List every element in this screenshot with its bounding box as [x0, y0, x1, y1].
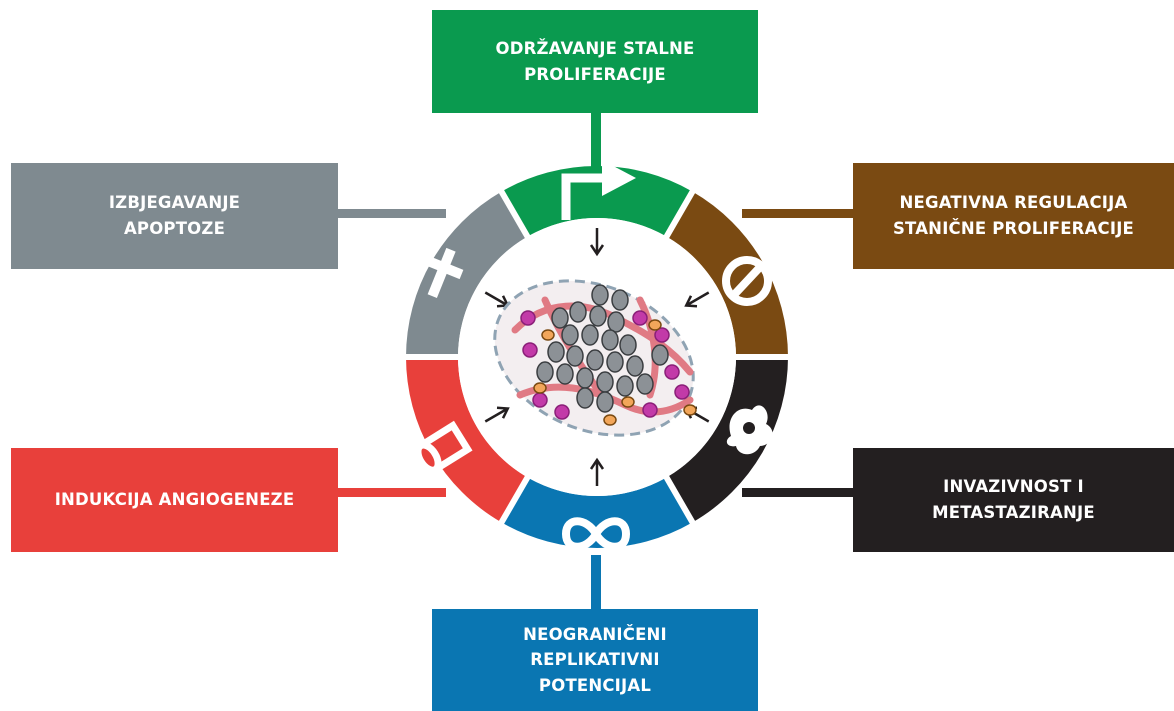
fibroblast-cell — [603, 414, 617, 426]
cancer-cell — [591, 284, 609, 306]
label-line: STANIČNE PROLIFERACIJE — [892, 219, 1135, 238]
connector-bottom-right — [742, 488, 855, 497]
inward-arrow — [484, 406, 510, 423]
cancer-cell — [566, 345, 584, 367]
label-line: INVAZIVNOST I — [943, 477, 1084, 497]
cancer-cell — [556, 363, 574, 385]
metastatic-cell-icon — [726, 405, 773, 455]
cancer-cell — [636, 373, 654, 395]
immune-cell — [532, 392, 548, 408]
connector-top-right — [742, 209, 855, 218]
fibroblast-cell — [533, 382, 547, 394]
bent-arrow-icon — [561, 160, 636, 220]
immune-cell — [654, 327, 670, 343]
label-line: IZBJEGAVANJE — [108, 193, 241, 213]
label-line: POTENCIJAL — [538, 675, 652, 695]
ring-segment-replicative — [501, 477, 693, 548]
cancer-cell — [606, 351, 624, 373]
label-line: PROLIFERACIJE — [524, 64, 666, 84]
cancer-cell — [611, 289, 629, 311]
label-box-angiogenesis: INDUKCIJA ANGIOGENEZE — [11, 448, 338, 552]
ring — [404, 165, 790, 548]
immune-cell — [632, 310, 648, 326]
cancer-cell — [536, 361, 554, 383]
label-line: ODRŽAVANJE STALNE — [495, 38, 695, 58]
cancer-cell — [547, 341, 565, 363]
connector-bottom — [591, 555, 601, 611]
cancer-cell — [576, 367, 594, 389]
label-line: METASTAZIRANJE — [932, 503, 1095, 522]
tumor-cells-icon — [493, 279, 697, 437]
cancer-cell — [619, 334, 637, 356]
cancer-cell — [581, 324, 599, 346]
immune-cell — [554, 404, 570, 420]
label-box-invasion: INVAZIVNOST I METASTAZIRANJE — [853, 448, 1174, 552]
label-line: NEGATIVNA REGULACIJA — [899, 193, 1128, 213]
fibroblast-cell — [648, 319, 662, 331]
label-line: INDUKCIJA ANGIOGENEZE — [54, 490, 295, 510]
label-line: REPLIKATIVNI — [530, 650, 660, 670]
immune-cell — [520, 310, 536, 326]
cancer-cell — [616, 375, 634, 397]
cancer-cell — [596, 371, 614, 393]
fibroblast-cell — [541, 329, 555, 341]
infinity-icon — [561, 517, 631, 551]
ring-divider — [662, 188, 697, 240]
immune-cell — [664, 364, 680, 380]
cancer-cell — [561, 324, 579, 346]
label-box-proliferation: ODRŽAVANJE STALNE PROLIFERACIJE — [432, 10, 758, 113]
inward-arrow — [589, 228, 605, 257]
ring-segment-invasion — [666, 357, 788, 523]
ring-divider — [662, 474, 697, 526]
ring-segment-proliferation — [501, 165, 693, 237]
label-line: NEOGRANIČENI — [523, 624, 667, 644]
cancer-cell — [551, 307, 569, 329]
blood-vessel-icon — [414, 420, 473, 475]
label-box-replicative: NEOGRANIČENI REPLIKATIVNI POTENCIJAL — [432, 609, 758, 711]
connector-top-left — [336, 209, 446, 218]
label-box-apoptosis: IZBJEGAVANJE APOPTOZE — [11, 163, 338, 269]
cancer-cell — [607, 311, 625, 333]
connector-bottom-left — [336, 488, 446, 497]
label-line: APOPTOZE — [123, 219, 226, 238]
ring-divider — [497, 188, 532, 240]
cancer-cell — [569, 301, 587, 323]
cancer-cell — [626, 355, 644, 377]
inward-arrow — [589, 457, 605, 486]
ring-segment-apoptosis — [406, 191, 528, 357]
cross-icon — [424, 247, 464, 298]
label-box-growth-suppressors: NEGATIVNA REGULACIJA STANIČNE PROLIFERAC… — [853, 163, 1174, 269]
cancer-cell — [576, 387, 594, 409]
cancer-cell — [586, 349, 604, 371]
inward-arrow — [684, 291, 710, 308]
immune-cell — [642, 402, 658, 418]
cancer-cell — [601, 329, 619, 351]
fibroblast-cell — [621, 396, 635, 408]
cancer-cell — [596, 391, 614, 413]
ring-dividers — [404, 188, 790, 526]
immune-cell — [522, 342, 538, 358]
immune-cell — [674, 384, 690, 400]
connector-lines — [336, 112, 855, 611]
ring-segment-angiogenesis — [406, 357, 528, 523]
cancer-cell — [589, 305, 607, 327]
connector-top — [591, 112, 601, 172]
ring-divider — [497, 474, 532, 526]
cancer-cell — [651, 344, 669, 366]
prohibition-icon — [722, 256, 772, 306]
fibroblast-cell — [683, 404, 697, 416]
